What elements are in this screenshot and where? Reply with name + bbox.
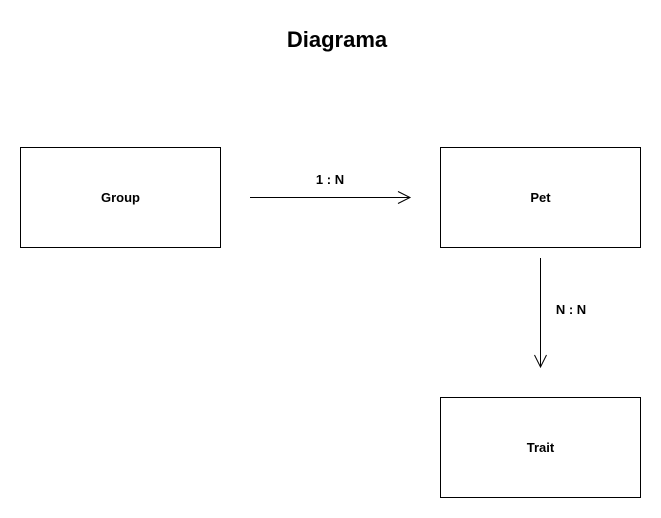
relationship-label-pet-trait: N : N [555,302,587,317]
diagram-title: Diagrama [286,27,388,52]
entity-pet-label: Pet [530,190,551,205]
arrow-pet-to-trait[interactable] [534,258,547,369]
arrow-pet-to-trait-head [534,354,547,369]
entity-pet[interactable]: Pet [440,147,641,248]
relationship-label-group-pet: 1 : N [315,172,345,187]
entity-group-label: Group [101,190,140,205]
entity-group[interactable]: Group [20,147,221,248]
arrow-group-to-pet-head [397,191,412,204]
arrow-group-to-pet[interactable] [250,191,412,204]
entity-trait-label: Trait [526,440,555,455]
entity-trait[interactable]: Trait [440,397,641,498]
